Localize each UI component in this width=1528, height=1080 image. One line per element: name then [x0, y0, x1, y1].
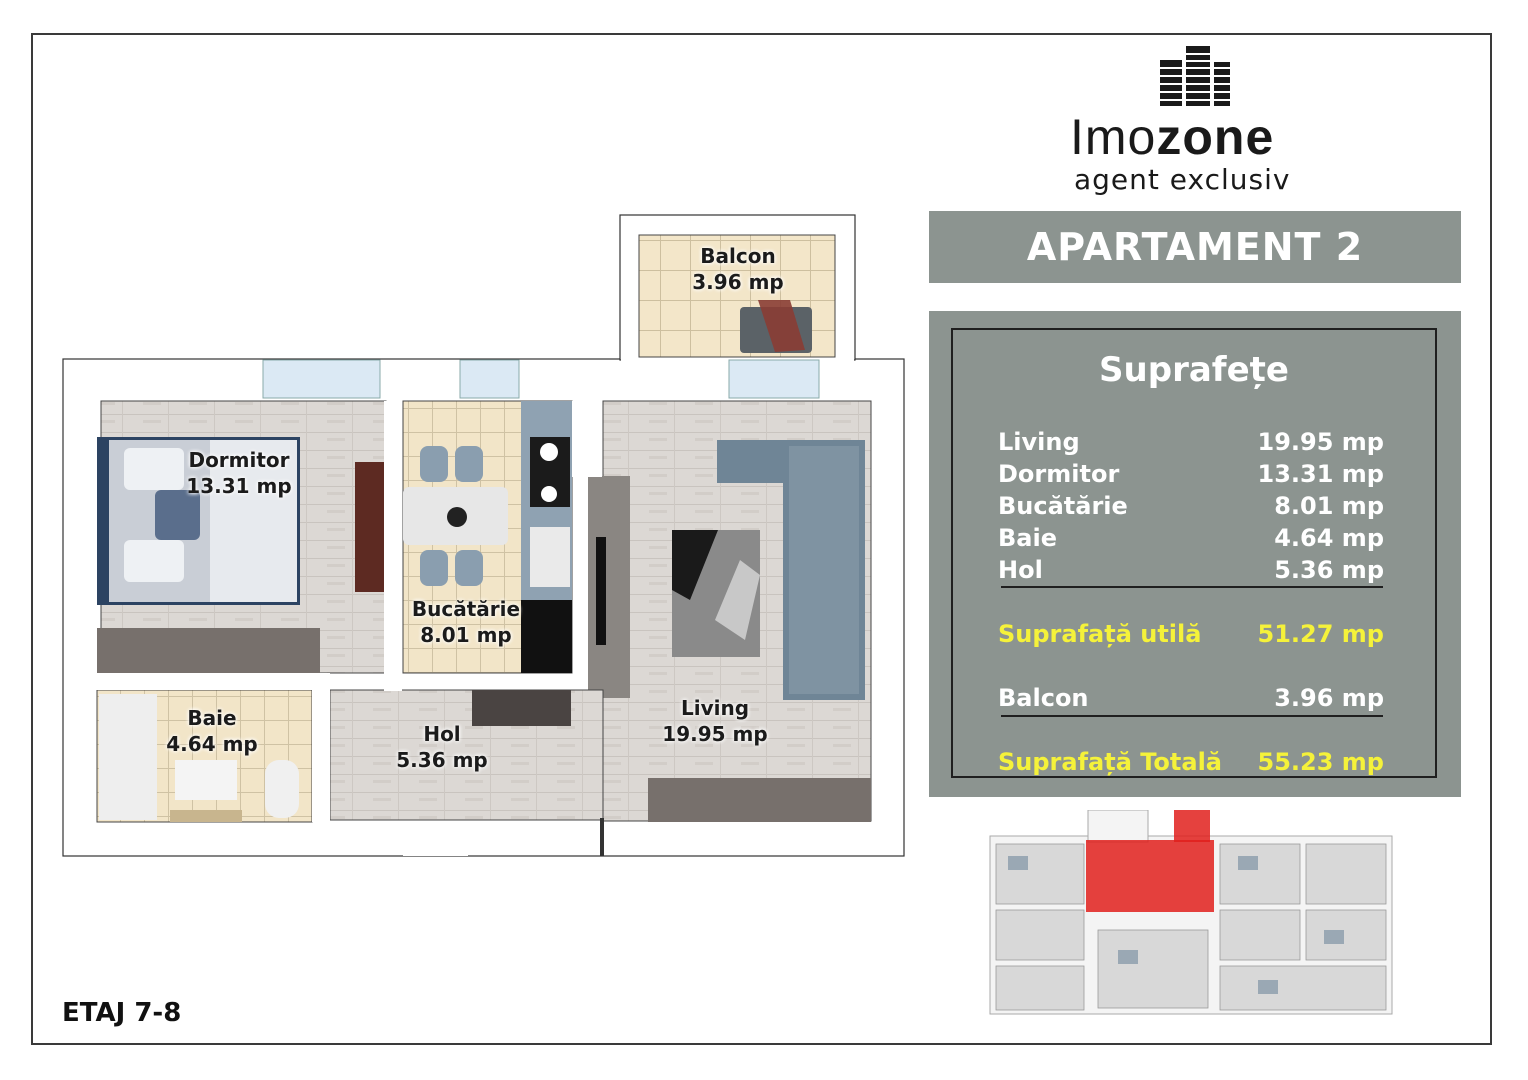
label-dormitor: Dormitor 13.31 mp — [186, 447, 291, 499]
label-baie: Baie 4.64 mp — [166, 705, 257, 757]
area-name: Dormitor — [998, 460, 1120, 488]
page-frame — [31, 33, 1492, 1045]
area-row-balcony: Balcon 3.96 mp — [998, 684, 1384, 716]
area-row-total: Suprafață Totală 55.23 mp — [998, 748, 1384, 780]
area-name: Suprafață utilă — [998, 620, 1202, 648]
brand-wordmark-thin: Imo — [1070, 109, 1157, 165]
label-hol-area: 5.36 mp — [396, 748, 488, 772]
brand-subtitle: agent exclusiv — [1074, 163, 1291, 196]
apartment-highlight — [1086, 840, 1214, 912]
area-row-dormitor: Dormitor 13.31 mp — [998, 460, 1384, 492]
title-bar: APARTAMENT 2 CAMERE — [929, 211, 1461, 341]
divider — [1001, 586, 1383, 588]
bathtub — [99, 694, 157, 820]
area-name: Hol — [998, 556, 1043, 584]
area-value: 5.36 mp — [1274, 556, 1384, 584]
label-living: Living 19.95 mp — [662, 695, 767, 747]
label-bucatarie: Bucătărie 8.01 mp — [412, 596, 520, 648]
label-bucatarie-area: 8.01 mp — [420, 623, 512, 647]
area-value: 19.95 mp — [1257, 428, 1384, 456]
area-name: Balcon — [998, 684, 1089, 712]
areas-heading: Suprafețe — [1099, 350, 1289, 390]
area-value: 3.96 mp — [1274, 684, 1384, 712]
label-dormitor-area: 13.31 mp — [186, 474, 292, 498]
label-living-area: 19.95 mp — [662, 722, 768, 746]
area-name: Baie — [998, 524, 1057, 552]
label-balcon-area: 3.96 mp — [692, 270, 784, 294]
area-row-living: Living 19.95 mp — [998, 428, 1384, 460]
floor-label: ETAJ 7-8 — [62, 998, 182, 1028]
area-value: 51.27 mp — [1257, 620, 1384, 648]
label-bucatarie-name: Bucătărie — [411, 597, 521, 621]
label-balcon-name: Balcon — [700, 244, 776, 268]
area-value: 4.64 mp — [1274, 524, 1384, 552]
area-name: Living — [998, 428, 1080, 456]
area-row-useful: Suprafață utilă 51.27 mp — [998, 620, 1384, 652]
area-row-baie: Baie 4.64 mp — [998, 524, 1384, 556]
areas-panel: Suprafețe Living 19.95 mp Dormitor 13.31… — [929, 311, 1461, 797]
tv-unit — [588, 476, 630, 698]
area-row-bucatarie: Bucătărie 8.01 mp — [998, 492, 1384, 524]
area-value: 8.01 mp — [1274, 492, 1384, 520]
areas-panel-border: Suprafețe Living 19.95 mp Dormitor 13.31… — [951, 328, 1437, 778]
building-key-plan — [989, 810, 1393, 1015]
wardrobe — [355, 462, 385, 592]
brand-wordmark: Imozone — [1070, 108, 1274, 166]
label-hol: Hol 5.36 mp — [396, 721, 487, 773]
label-hol-name: Hol — [423, 722, 461, 746]
area-name: Suprafață Totală — [998, 748, 1223, 776]
label-balcon: Balcon 3.96 mp — [692, 243, 783, 295]
area-value: 55.23 mp — [1257, 748, 1384, 776]
area-value: 13.31 mp — [1257, 460, 1384, 488]
label-dormitor-name: Dormitor — [188, 448, 290, 472]
label-baie-area: 4.64 mp — [166, 732, 258, 756]
area-row-hol: Hol 5.36 mp — [998, 556, 1384, 588]
divider — [1001, 715, 1383, 717]
brand-wordmark-bold: zone — [1156, 109, 1275, 165]
label-living-name: Living — [680, 696, 750, 720]
area-name: Bucătărie — [998, 492, 1128, 520]
buildings-logo-icon — [1160, 46, 1230, 106]
label-baie-name: Baie — [187, 706, 237, 730]
